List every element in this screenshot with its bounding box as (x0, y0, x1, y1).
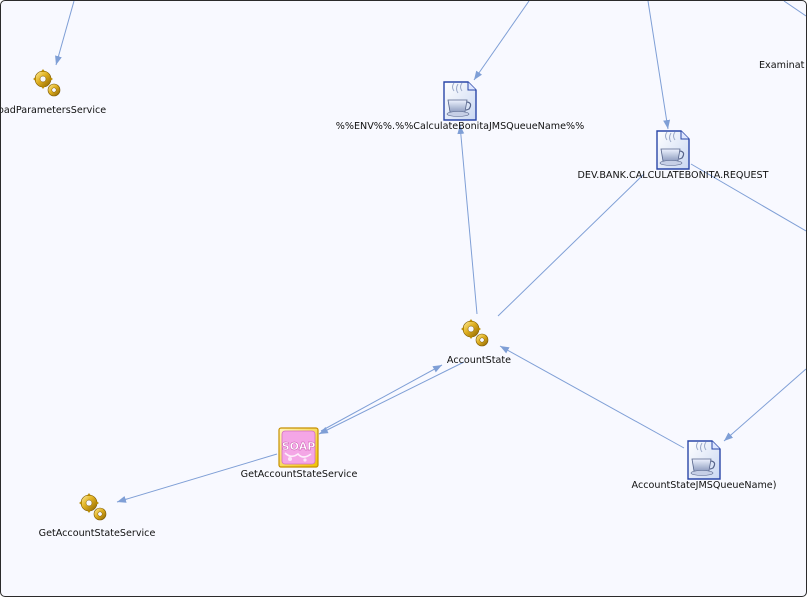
node-get-account-state-soap[interactable]: SOAP GetAccountStateService (241, 427, 358, 480)
edge-account-to-dev-bank (497, 173, 645, 317)
node-label: AccountStateJMSQueueName) (632, 480, 777, 491)
node-label: oadParametersService (1, 105, 106, 116)
edge-to-examinat (783, 1, 806, 17)
edge-queue-to-account (499, 345, 685, 449)
edge-to-calc-queue (473, 1, 530, 81)
edge-soap-to-account (320, 364, 443, 432)
service-gear-icon (78, 492, 107, 521)
soap-icon: SOAP (278, 427, 319, 468)
node-examinat[interactable]: Examinat (759, 60, 805, 71)
edge-soap-to-service (116, 453, 278, 503)
edge-account-to-calc-queue (457, 124, 478, 315)
edge-offscreen-to-queue (723, 368, 806, 442)
soap-badge-text: SOAP (282, 440, 316, 453)
node-label: AccountState (447, 355, 511, 366)
node-label: %%ENV%%.%%CalculateBonitaJMSQueueName%% (336, 121, 584, 132)
edge-to-dev-bank-queue (647, 1, 671, 130)
node-label: DEV.BANK.CALCULATEBONITA.REQUEST (578, 170, 769, 181)
jms-queue-icon (656, 130, 690, 170)
edge-account-to-soap (318, 361, 465, 435)
node-dev-bank-calculatebonita-request[interactable]: DEV.BANK.CALCULATEBONITA.REQUEST (578, 130, 769, 181)
node-label: GetAccountStateService (39, 528, 156, 539)
edge-dev-bank-offscreen (690, 163, 806, 232)
node-label: Examinat (759, 60, 805, 71)
node-account-state-queue[interactable]: AccountStateJMSQueueName) (632, 440, 777, 491)
node-account-state[interactable]: AccountState (447, 318, 511, 366)
service-gear-icon (32, 68, 61, 97)
node-get-account-state-service[interactable]: GetAccountStateService (39, 492, 156, 539)
jms-queue-icon (443, 81, 477, 121)
jms-queue-icon (687, 440, 721, 480)
node-load-parameters-service[interactable]: oadParametersService (1, 68, 106, 116)
edges (55, 1, 806, 503)
node-calculate-bonita-queue-name[interactable]: %%ENV%%.%%CalculateBonitaJMSQueueName%% (336, 81, 584, 132)
node-label: GetAccountStateService (241, 469, 358, 480)
edge-to-load-params (55, 1, 75, 66)
service-gear-icon (460, 318, 489, 347)
